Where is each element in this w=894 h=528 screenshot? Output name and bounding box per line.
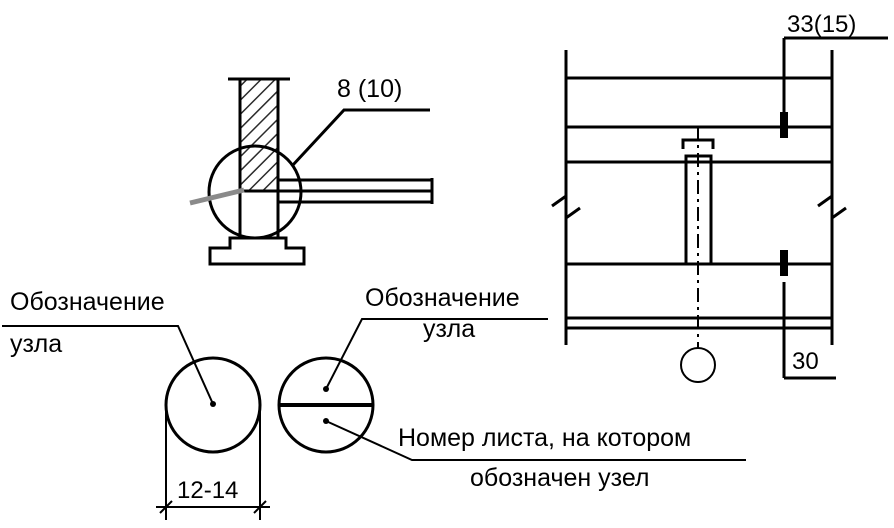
leader-left-circle — [2, 325, 214, 405]
node-label-right-line2: узла — [423, 315, 475, 343]
foundation-block — [208, 236, 306, 266]
left-break-mark — [551, 193, 581, 221]
hatched-column — [238, 77, 280, 193]
section-detail — [207, 77, 434, 266]
sheet-note-line1: Номер листа, на котором — [398, 424, 691, 452]
callout-leader — [290, 108, 430, 168]
node-label-left-line1: Обозначение — [10, 288, 165, 316]
weld-line — [189, 187, 245, 206]
legend-circles — [2, 318, 746, 520]
diameter-tick-right — [253, 500, 267, 514]
sheet-note-line2: обозначен узел — [470, 464, 650, 492]
circle-diameter-label: 12-14 — [177, 477, 238, 504]
center-dot-right-top — [323, 386, 329, 392]
detail-callout-circle — [207, 144, 303, 240]
node-circle-whole — [164, 356, 262, 454]
node-label-right-line1: Обозначение — [365, 284, 520, 312]
right-break-mark — [817, 193, 847, 221]
node-label-left-line2: узла — [10, 330, 62, 358]
center-dot-right-bottom — [323, 418, 329, 424]
top-right-size-label: 33(15) — [787, 11, 856, 38]
callout-size-label: 8 (10) — [337, 75, 402, 103]
elevation-detail — [551, 36, 888, 383]
center-dot-left — [210, 401, 216, 407]
bottom-right-size-label: 30 — [792, 348, 819, 375]
leader-right-circle-bottom — [325, 420, 746, 461]
node-marker-circle — [680, 347, 716, 383]
diameter-tick-left — [159, 500, 173, 514]
node-circle-split — [277, 356, 375, 454]
leader-right-circle-top — [325, 318, 548, 390]
